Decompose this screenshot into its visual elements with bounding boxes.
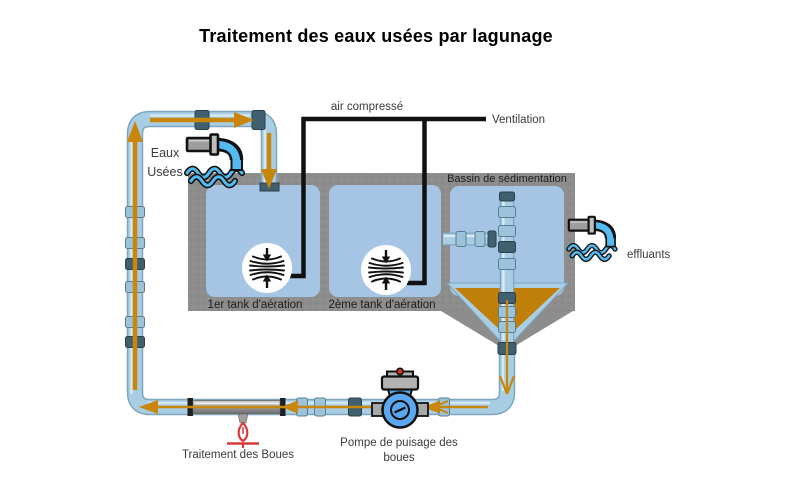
sludge-pump-icon: [371, 367, 429, 429]
pipe-couplings: [125, 110, 450, 417]
label-bassin-sedimentation: Bassin de sédimentation: [447, 173, 567, 185]
label-tank2: 2ème tank d'aération: [328, 299, 436, 311]
effluent-faucet-icon: [569, 217, 615, 260]
label-eaux-usees-line2: Usées: [147, 165, 183, 179]
label-air-compresse: air compressé: [330, 101, 404, 113]
air-diffuser-icon-tank2: [359, 243, 413, 297]
aeration-tank-2: [329, 185, 441, 297]
label-pompe-line2: boues: [383, 452, 415, 464]
pump-indicator-light: [395, 367, 405, 376]
label-eaux-usees: Eaux Usées: [135, 144, 195, 182]
label-ventilation: Ventilation: [492, 114, 546, 126]
sludge-valve-icon: [227, 413, 259, 448]
label-tank1: 1er tank d'aération: [207, 299, 303, 311]
label-pompe-line1: Pompe de puisage des: [340, 437, 458, 449]
diagram-title: Traitement des eaux usées par lagunage: [199, 26, 553, 46]
air-diffuser-icon-tank1: [240, 241, 294, 295]
label-eaux-usees-line1: Eaux: [150, 146, 180, 160]
label-pompe: Pompe de puisage des boues: [319, 436, 479, 466]
label-effluants: effluants: [627, 249, 671, 261]
air-supply-lines: [290, 116, 486, 286]
label-traitement-boues: Traitement des Boues: [181, 449, 295, 461]
flow-direction-arrows: [127, 112, 516, 414]
